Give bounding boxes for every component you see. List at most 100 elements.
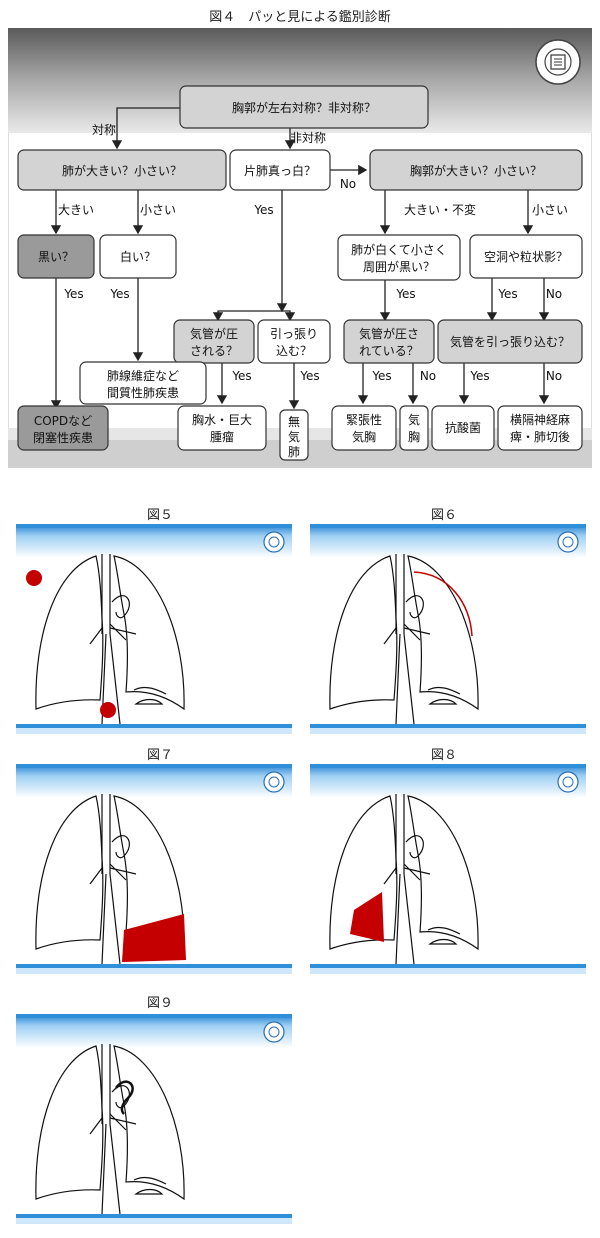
atelectasis-label-1: 無 xyxy=(288,414,300,429)
node-lung-size xyxy=(17,149,227,191)
trachea-pressed-label-1: 気管が圧さ xyxy=(359,326,419,341)
fig8-xray-illustration xyxy=(310,764,586,974)
edge-small-label: 小さい xyxy=(140,203,176,217)
trachea-pushed-label-1: 気管が圧 xyxy=(190,326,238,341)
pneumo-label-1: 気 xyxy=(408,412,420,427)
edge-yes-label-9: Yes xyxy=(469,369,489,383)
pull-in-label-1: 引っ張り xyxy=(270,327,318,341)
edge-no-label: No xyxy=(340,177,356,191)
node-acid-fast xyxy=(431,405,495,451)
tracheal-shift-mark xyxy=(114,1080,134,1115)
fig6-panel xyxy=(310,524,586,734)
copd-label-2: 閉塞性疾患 xyxy=(33,430,93,445)
atelectasis-shading xyxy=(350,892,384,942)
node-copd xyxy=(17,405,109,451)
node-atelectasis xyxy=(279,409,309,461)
fig8-panel xyxy=(310,764,586,974)
thorax-size-label: 胸郭が大きい？小さい？ xyxy=(410,163,542,178)
node-white xyxy=(99,234,177,279)
node-one-lung-white xyxy=(229,149,331,191)
lung-size-label: 肺が大きい？小さい？ xyxy=(62,163,182,178)
node-white-small xyxy=(337,234,461,281)
effusion-label-2: 腫瘤 xyxy=(210,429,234,444)
root-label: 胸郭が左右対称？非対称？ xyxy=(232,100,376,115)
trachea-pressed-label-2: れている？ xyxy=(359,344,419,358)
lesion-marker-2 xyxy=(100,702,116,718)
edge-yes-label-2: Yes xyxy=(109,287,129,301)
node-effusion xyxy=(177,405,267,451)
node-trachea-pushed xyxy=(173,319,255,364)
seal-icon xyxy=(557,771,579,793)
fig9-title: 図９ xyxy=(146,996,173,1011)
flowchart-diagram: 胸郭が左右対称？非対称？ 肺が大きい？小さい？ 片肺真っ白？ 胸郭が大きい？小さ… xyxy=(8,28,592,468)
one-lung-white-label: 片肺真っ白？ xyxy=(244,163,316,178)
node-phrenic xyxy=(497,405,583,451)
edge-yes-label-1: Yes xyxy=(63,287,83,301)
atelectasis-label-2: 気 xyxy=(288,429,300,444)
phrenic-label-1: 横隔神経麻 xyxy=(510,412,570,427)
cavity-label: 空洞や粒状影？ xyxy=(484,249,568,264)
trachea-pulled-label: 気管を引っ張り込む？ xyxy=(450,334,570,349)
node-thorax-size xyxy=(369,149,583,191)
edge-yes-label-8: Yes xyxy=(371,369,391,383)
effusion-label-1: 胸水・巨大 xyxy=(192,412,252,427)
edge-no-label-3: No xyxy=(420,369,436,383)
fig8-title: 図８ xyxy=(430,748,457,763)
fig5-title: 図５ xyxy=(146,508,173,523)
seal-icon xyxy=(263,531,285,553)
tension-label-1: 緊張性 xyxy=(346,413,382,427)
fig7-panel xyxy=(16,764,292,974)
node-fibrosis xyxy=(79,361,207,405)
fig5-panel xyxy=(16,524,292,734)
edge-yes-label-7: Yes xyxy=(299,369,319,383)
fibrosis-label-2: 間質性肺疾患 xyxy=(107,385,179,400)
node-root xyxy=(179,85,429,129)
fig6-title: 図６ xyxy=(430,508,457,523)
pneumothorax-line xyxy=(413,571,473,637)
edge-big-label: 大きい xyxy=(58,203,94,217)
edge-no-label-4: No xyxy=(546,369,562,383)
white-small-label-1: 肺が白くて小さく xyxy=(351,242,447,257)
trachea-pushed-label-2: される？ xyxy=(190,344,238,358)
fig7-title: 図７ xyxy=(146,748,173,763)
edge-small-label-2: 小さい xyxy=(532,203,568,217)
fig4-title: 図４ パッと見による鑑別診断 xyxy=(209,10,391,25)
node-tension xyxy=(331,405,397,451)
tension-label-2: 気胸 xyxy=(352,429,376,444)
edge-yes-label-4: Yes xyxy=(395,287,415,301)
white-label: 白い？ xyxy=(120,249,156,264)
fig5-xray-illustration xyxy=(16,524,292,734)
effusion-shading xyxy=(122,914,186,962)
node-pneumo xyxy=(399,405,429,451)
edge-asymmetric-label: 非対称 xyxy=(290,131,326,145)
edge-yes-label-6: Yes xyxy=(231,369,251,383)
node-black xyxy=(17,234,95,279)
pneumo-label-2: 胸 xyxy=(408,429,420,444)
seal-icon xyxy=(263,1021,285,1043)
fig9-xray-illustration xyxy=(16,1014,292,1224)
node-trachea-pressed xyxy=(343,319,435,364)
fibrosis-label-1: 肺線維症など xyxy=(107,368,179,383)
fig9-panel xyxy=(16,1014,292,1224)
university-seal-icon xyxy=(535,39,581,85)
white-small-label-2: 周囲が黒い？ xyxy=(363,259,435,274)
pull-in-label-2: 込む？ xyxy=(276,344,312,358)
edge-yes-label-3: Yes xyxy=(253,203,273,217)
atelectasis-label-3: 肺 xyxy=(288,445,300,459)
black-label: 黒い？ xyxy=(38,250,74,264)
seal-icon xyxy=(557,531,579,553)
edge-big-unchanged-label: 大きい・不変 xyxy=(404,202,476,217)
edge-no-label-2: No xyxy=(546,287,562,301)
edge-yes-label-5: Yes xyxy=(497,287,517,301)
copd-label-1: COPDなど xyxy=(34,414,92,428)
edge-symmetric-label: 対称 xyxy=(92,123,116,137)
fig6-xray-illustration xyxy=(310,524,586,734)
node-pull-in xyxy=(257,319,331,364)
acid-fast-label: 抗酸菌 xyxy=(445,420,481,435)
lesion-marker-1 xyxy=(26,570,42,586)
phrenic-label-2: 痺・肺切後 xyxy=(510,429,570,444)
node-cavity xyxy=(469,234,583,279)
node-trachea-pulled xyxy=(437,319,583,364)
fig7-xray-illustration xyxy=(16,764,292,974)
seal-icon xyxy=(263,771,285,793)
